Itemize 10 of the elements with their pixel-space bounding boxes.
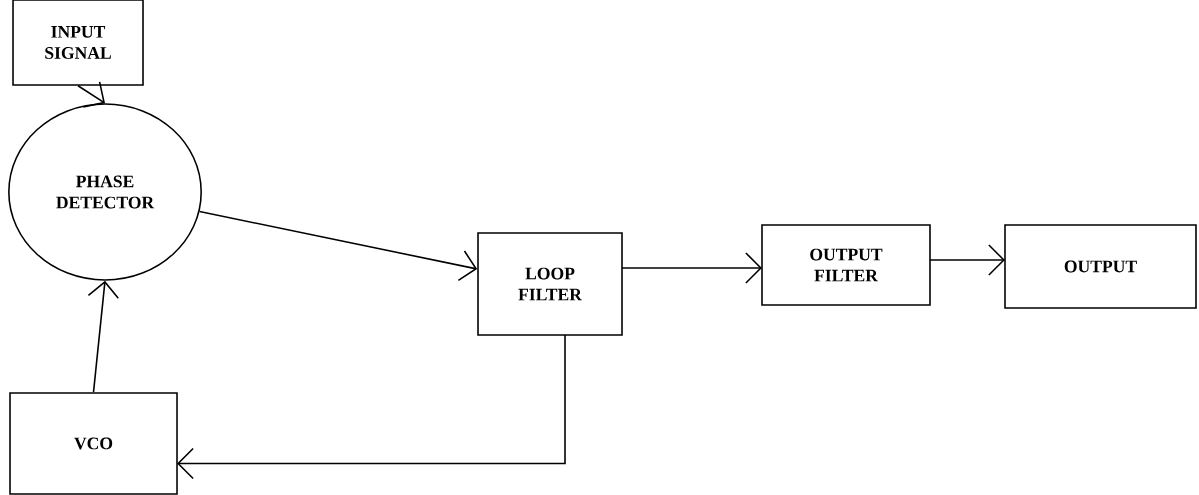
block-box: INPUT SIGNAL [12,0,144,86]
arrow [621,252,762,284]
arrow [929,244,1005,276]
block-box: OUTPUT [1004,224,1197,309]
block-box: LOOP FILTER [477,232,623,336]
arrow [198,210,478,282]
block-box: VCO [9,392,178,495]
arrow [87,280,120,393]
arrow [177,334,566,480]
block-box: OUTPUT FILTER [761,224,931,306]
